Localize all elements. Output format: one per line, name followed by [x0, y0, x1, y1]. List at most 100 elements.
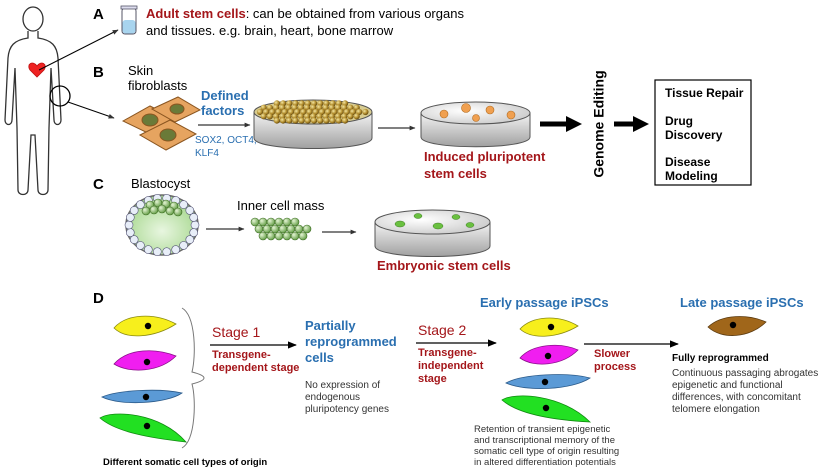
trophoblast-cell: [171, 245, 180, 254]
trophoblast-cell: [136, 200, 145, 209]
continuous-1: Continuous passaging abrogates: [672, 368, 819, 379]
icm-cell: [282, 217, 292, 227]
app-drug-1: Drug: [665, 114, 693, 128]
app-tissue-repair: Tissue Repair: [665, 86, 744, 100]
fully-reprogrammed: Fully reprogrammed: [672, 353, 769, 364]
icm-cell: [286, 224, 296, 234]
icm-cell: [274, 217, 284, 227]
petri-dish-ipsc: [420, 101, 531, 148]
bead: [342, 117, 349, 124]
icm-cell: [149, 205, 159, 215]
adult-stem-text: Adult stem cells: can be obtained from v…: [146, 6, 464, 21]
trophoblast-cell: [124, 220, 134, 230]
factors-list-1: SOX2, OCT4,: [195, 135, 257, 146]
adult-stem-line1: : can be obtained from various organs: [245, 6, 464, 21]
brace: [181, 307, 205, 449]
stage2-label: Stage 2: [418, 322, 467, 338]
trophoblast-cell: [189, 228, 198, 237]
bead: [329, 117, 336, 124]
slower-2: process: [594, 361, 637, 373]
fibroblast-cells-icon: [121, 96, 202, 151]
icm-cell: [278, 224, 288, 234]
ipsc-label-2: stem cells: [424, 166, 487, 181]
icm-cell: [258, 231, 268, 241]
heart-icon: [28, 62, 46, 78]
adult-stem-line2: and tissues. e.g. brain, heart, bone mar…: [146, 23, 394, 38]
no-expr-2: endogenous: [305, 392, 361, 403]
bead: [335, 117, 342, 124]
bead: [292, 117, 299, 124]
icm-cell: [165, 206, 175, 216]
panel-label-b: B: [93, 64, 104, 81]
trophoblast-cell: [162, 247, 171, 256]
bead: [260, 113, 267, 120]
skin-label-2: fibroblasts: [128, 78, 188, 93]
slower-1: Slower: [594, 348, 631, 360]
test-tube-icon: [120, 5, 138, 35]
continuous-3: differences, with concomitant: [672, 392, 801, 403]
icm-cell: [266, 231, 276, 241]
early-yellow-cell: [519, 317, 579, 337]
retention-4: in altered differentiation potentials: [474, 457, 616, 468]
icm-cell: [270, 224, 280, 234]
icm-cell: [290, 231, 300, 241]
retention-2: and transcriptional memory of the: [474, 435, 615, 446]
icm-cell: [274, 231, 284, 241]
late-brown-cell: [707, 316, 767, 336]
stage1-label: Stage 1: [212, 324, 261, 340]
app-disease-2: Modeling: [665, 169, 718, 183]
partial-2: reprogrammed: [305, 334, 397, 349]
stage1-sub-1: Transgene-: [212, 349, 271, 361]
bead: [304, 117, 311, 124]
thick-arrow-2: [614, 116, 649, 132]
icm-cell: [258, 217, 268, 227]
blue-cell: [101, 389, 183, 404]
panel-label-c: C: [93, 176, 104, 193]
panel-label-d: D: [93, 290, 104, 307]
esc-label: Embryonic stem cells: [377, 258, 511, 273]
early-magenta-cell: [519, 345, 579, 365]
defined-factors-1: Defined: [201, 88, 249, 103]
magenta-cell: [113, 350, 177, 371]
adult-stem-highlight: Adult stem cells: [146, 6, 246, 21]
bead: [317, 117, 324, 124]
factors-list-2: KLF4: [195, 148, 219, 159]
icm-cell: [298, 231, 308, 241]
app-disease-1: Disease: [665, 155, 711, 169]
stage2-sub-2: independent: [418, 360, 484, 372]
petri-dish-beads: [253, 99, 373, 149]
icm-cell: [266, 217, 276, 227]
icm-cell: [262, 224, 272, 234]
trophoblast-cell: [179, 200, 188, 209]
continuous-4: telomere elongation: [672, 404, 760, 415]
trophoblast-cell: [185, 235, 195, 244]
trophoblast-cell: [136, 241, 145, 250]
bead: [323, 117, 330, 124]
trophoblast-cell: [129, 235, 139, 244]
bead: [362, 108, 369, 116]
app-drug-2: Discovery: [665, 128, 723, 142]
blastocyst-icon: [124, 194, 200, 256]
trophoblast-cell: [185, 206, 195, 215]
bead: [280, 117, 287, 124]
trophoblast-cell: [153, 247, 162, 256]
inner-cell-mass-icon: [250, 217, 312, 241]
human-body-icon: [4, 6, 62, 196]
trophoblast-cell: [144, 245, 153, 254]
icm-cell: [141, 206, 151, 216]
arrow-to-skin: [67, 101, 115, 119]
icm-cell: [157, 204, 167, 214]
icm-cell: [282, 231, 292, 241]
skin-region-circle: [49, 85, 71, 107]
panel-label-a: A: [93, 6, 104, 23]
stage2-sub-1: Transgene-: [418, 347, 477, 359]
trophoblast-cell: [126, 213, 135, 222]
early-blue-cell: [505, 374, 591, 389]
icm-cell: [290, 217, 300, 227]
partial-1: Partially: [305, 318, 356, 333]
defined-factors-2: factors: [201, 103, 245, 118]
late-passage-title: Late passage iPSCs: [680, 295, 804, 310]
yellow-cell: [113, 315, 177, 337]
